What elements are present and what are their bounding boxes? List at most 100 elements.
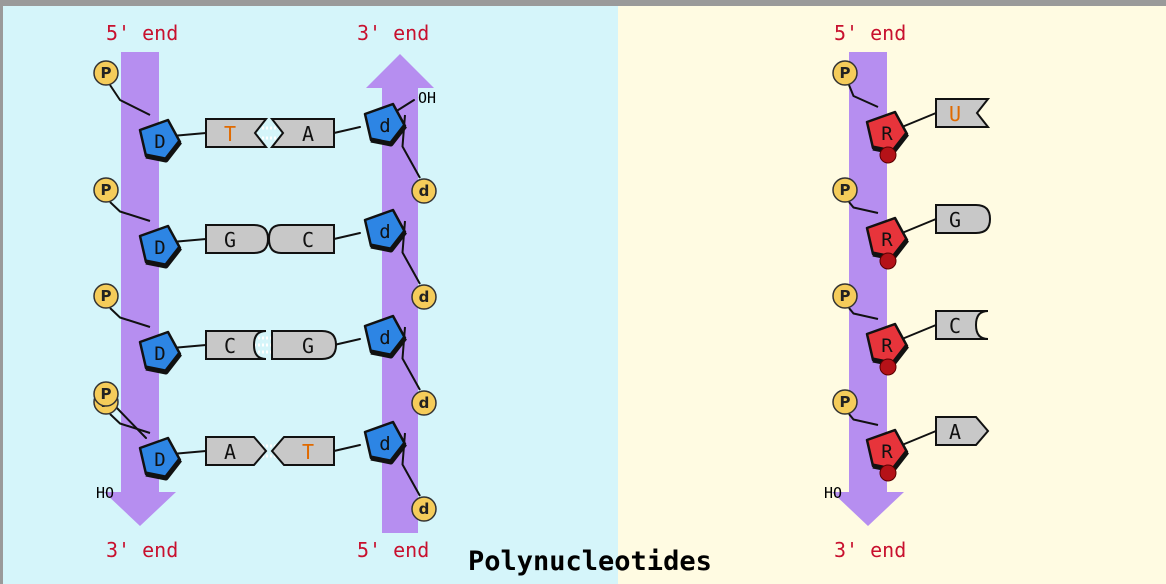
rna-phosphate-1 — [832, 60, 858, 86]
strand1-backbone-arrow — [104, 52, 176, 526]
strand1-link-3 — [109, 307, 151, 328]
rna-sugar-4-oxygen — [879, 464, 897, 482]
strand2-bottom-end-label: 5' end — [357, 538, 429, 562]
strand2-sugar-4-bold-edge — [370, 442, 407, 465]
rna-base-letter-1: U — [949, 102, 961, 126]
strand1-base-4 — [205, 436, 268, 466]
strand1-sugar-4-letter: D — [154, 449, 165, 471]
strand1-terminal-hydroxyl: HO — [96, 484, 114, 502]
strand1-base-letter-4: A — [224, 440, 236, 464]
rna-phosphate-3 — [832, 283, 858, 309]
strand1-phosphate-5-letter: P — [101, 385, 112, 403]
left-border — [0, 0, 3, 584]
strand2-sugar-1-bold-edge — [370, 124, 407, 147]
rna-sugar-1-letter: R — [881, 123, 893, 145]
strand2-base-letter-2: C — [302, 228, 314, 252]
strand1-base-3 — [205, 330, 267, 360]
strand1-top-end-label: 5' end — [106, 21, 178, 45]
strand1-sugar-3-bold-edge — [145, 352, 182, 375]
rna-glycosidic-1 — [901, 112, 937, 128]
strand2-phosphate-3-letter: d — [419, 394, 430, 412]
strand1-sugar-2-letter: D — [154, 237, 165, 259]
diagram-title: Polynucleotides — [468, 546, 712, 577]
rna-phosphate-2-letter: P — [840, 181, 851, 199]
strand2-base-letter-3: G — [302, 334, 314, 358]
strand2-phosphate-3 — [411, 390, 437, 416]
strand2-phosphate-4 — [411, 496, 437, 522]
strand2-glycosidic-4 — [333, 444, 361, 452]
strand1-base-letter-3: C — [224, 334, 236, 358]
rna-link-4 — [848, 413, 879, 426]
strand2-glycosidic-3 — [333, 338, 361, 346]
strand2-phosphate-2 — [411, 284, 437, 310]
rna-panel-background — [618, 0, 1166, 584]
strand1-phosphate-1-letter: P — [101, 64, 112, 82]
strand1-link-4 — [109, 413, 151, 434]
strand2-terminal-link — [394, 99, 415, 113]
rna-sugar-2-oxygen — [879, 252, 897, 270]
strand1-bottom-end-label: 3' end — [106, 538, 178, 562]
strand2-phosphate-4-letter: d — [419, 500, 430, 518]
strand1-link-5 — [114, 405, 147, 439]
strand2-base-4 — [270, 436, 335, 466]
rna-terminal-hydroxyl: HO — [824, 484, 842, 502]
strand2-glycosidic-2 — [333, 232, 361, 240]
rna-base-2 — [935, 204, 992, 234]
rna-link-2 — [848, 201, 879, 214]
strand1-sugar-1-bold-edge — [145, 140, 182, 163]
rna-phosphate-1-letter: P — [840, 64, 851, 82]
strand2-sugar-3-letter: d — [379, 327, 390, 349]
rna-top-end-label: 5' end — [834, 21, 906, 45]
strand2-phosphate-1-letter: d — [419, 182, 430, 200]
strand2-base-1 — [269, 118, 335, 148]
rna-base-1 — [935, 98, 991, 128]
dna-panel-background — [0, 0, 618, 584]
strand1-sugar-3-letter: D — [154, 343, 165, 365]
rna-bottom-end-label: 3' end — [834, 538, 906, 562]
strand1-link-1 — [109, 84, 151, 116]
strand2-sugar-2-letter: d — [379, 221, 390, 243]
rna-sugar-3-letter: R — [881, 335, 893, 357]
strand2-sugar-3-bold-edge — [370, 336, 407, 359]
rna-base-letter-2: G — [949, 208, 961, 232]
strand1-phosphate-3-letter: P — [101, 287, 112, 305]
strand2-base-letter-4: T — [302, 440, 314, 464]
rna-base-letter-3: C — [949, 314, 961, 338]
strand1-sugar-2-bold-edge — [145, 246, 182, 269]
strand1-sugar-1-letter: D — [154, 131, 165, 153]
rna-base-3 — [935, 310, 989, 340]
hydrogen-bonds-3 — [254, 336, 286, 354]
strand1-phosphate-2 — [93, 177, 119, 203]
strand2-top-end-label: 3' end — [357, 21, 429, 45]
strand1-phosphate-3 — [93, 283, 119, 309]
rna-phosphate-2 — [832, 177, 858, 203]
rna-sugar-1-oxygen — [879, 146, 897, 164]
rna-glycosidic-2 — [901, 218, 937, 234]
rna-sugar-3-oxygen — [879, 358, 897, 376]
strand1-base-letter-2: G — [224, 228, 236, 252]
strand2-phosphate-1 — [411, 178, 437, 204]
strand2-base-3 — [271, 330, 338, 360]
strand2-sugar-4-letter: d — [379, 433, 390, 455]
strand2-sugar-2-bold-edge — [370, 230, 407, 253]
rna-glycosidic-4 — [901, 430, 937, 446]
strand1-base-1 — [205, 118, 269, 148]
strand1-base-2 — [205, 224, 270, 254]
strand2-sugar-1-letter: d — [379, 115, 390, 137]
rna-base-4 — [935, 416, 990, 446]
rna-sugar-4-letter: R — [881, 441, 893, 463]
top-border — [0, 0, 1166, 6]
rna-base-letter-4: A — [949, 420, 961, 444]
strand2-glycosidic-1 — [333, 126, 361, 134]
rna-link-3 — [848, 307, 879, 320]
rna-phosphate-4 — [832, 389, 858, 415]
strand2-terminal-hydroxyl: OH — [418, 89, 436, 107]
strand1-phosphate-5 — [93, 381, 119, 407]
strand1-sugar-4-bold-edge — [145, 458, 182, 481]
strand2-base-2 — [267, 224, 335, 254]
rna-phosphate-4-letter: P — [840, 393, 851, 411]
rna-glycosidic-3 — [901, 324, 937, 340]
rna-link-1 — [848, 84, 879, 108]
